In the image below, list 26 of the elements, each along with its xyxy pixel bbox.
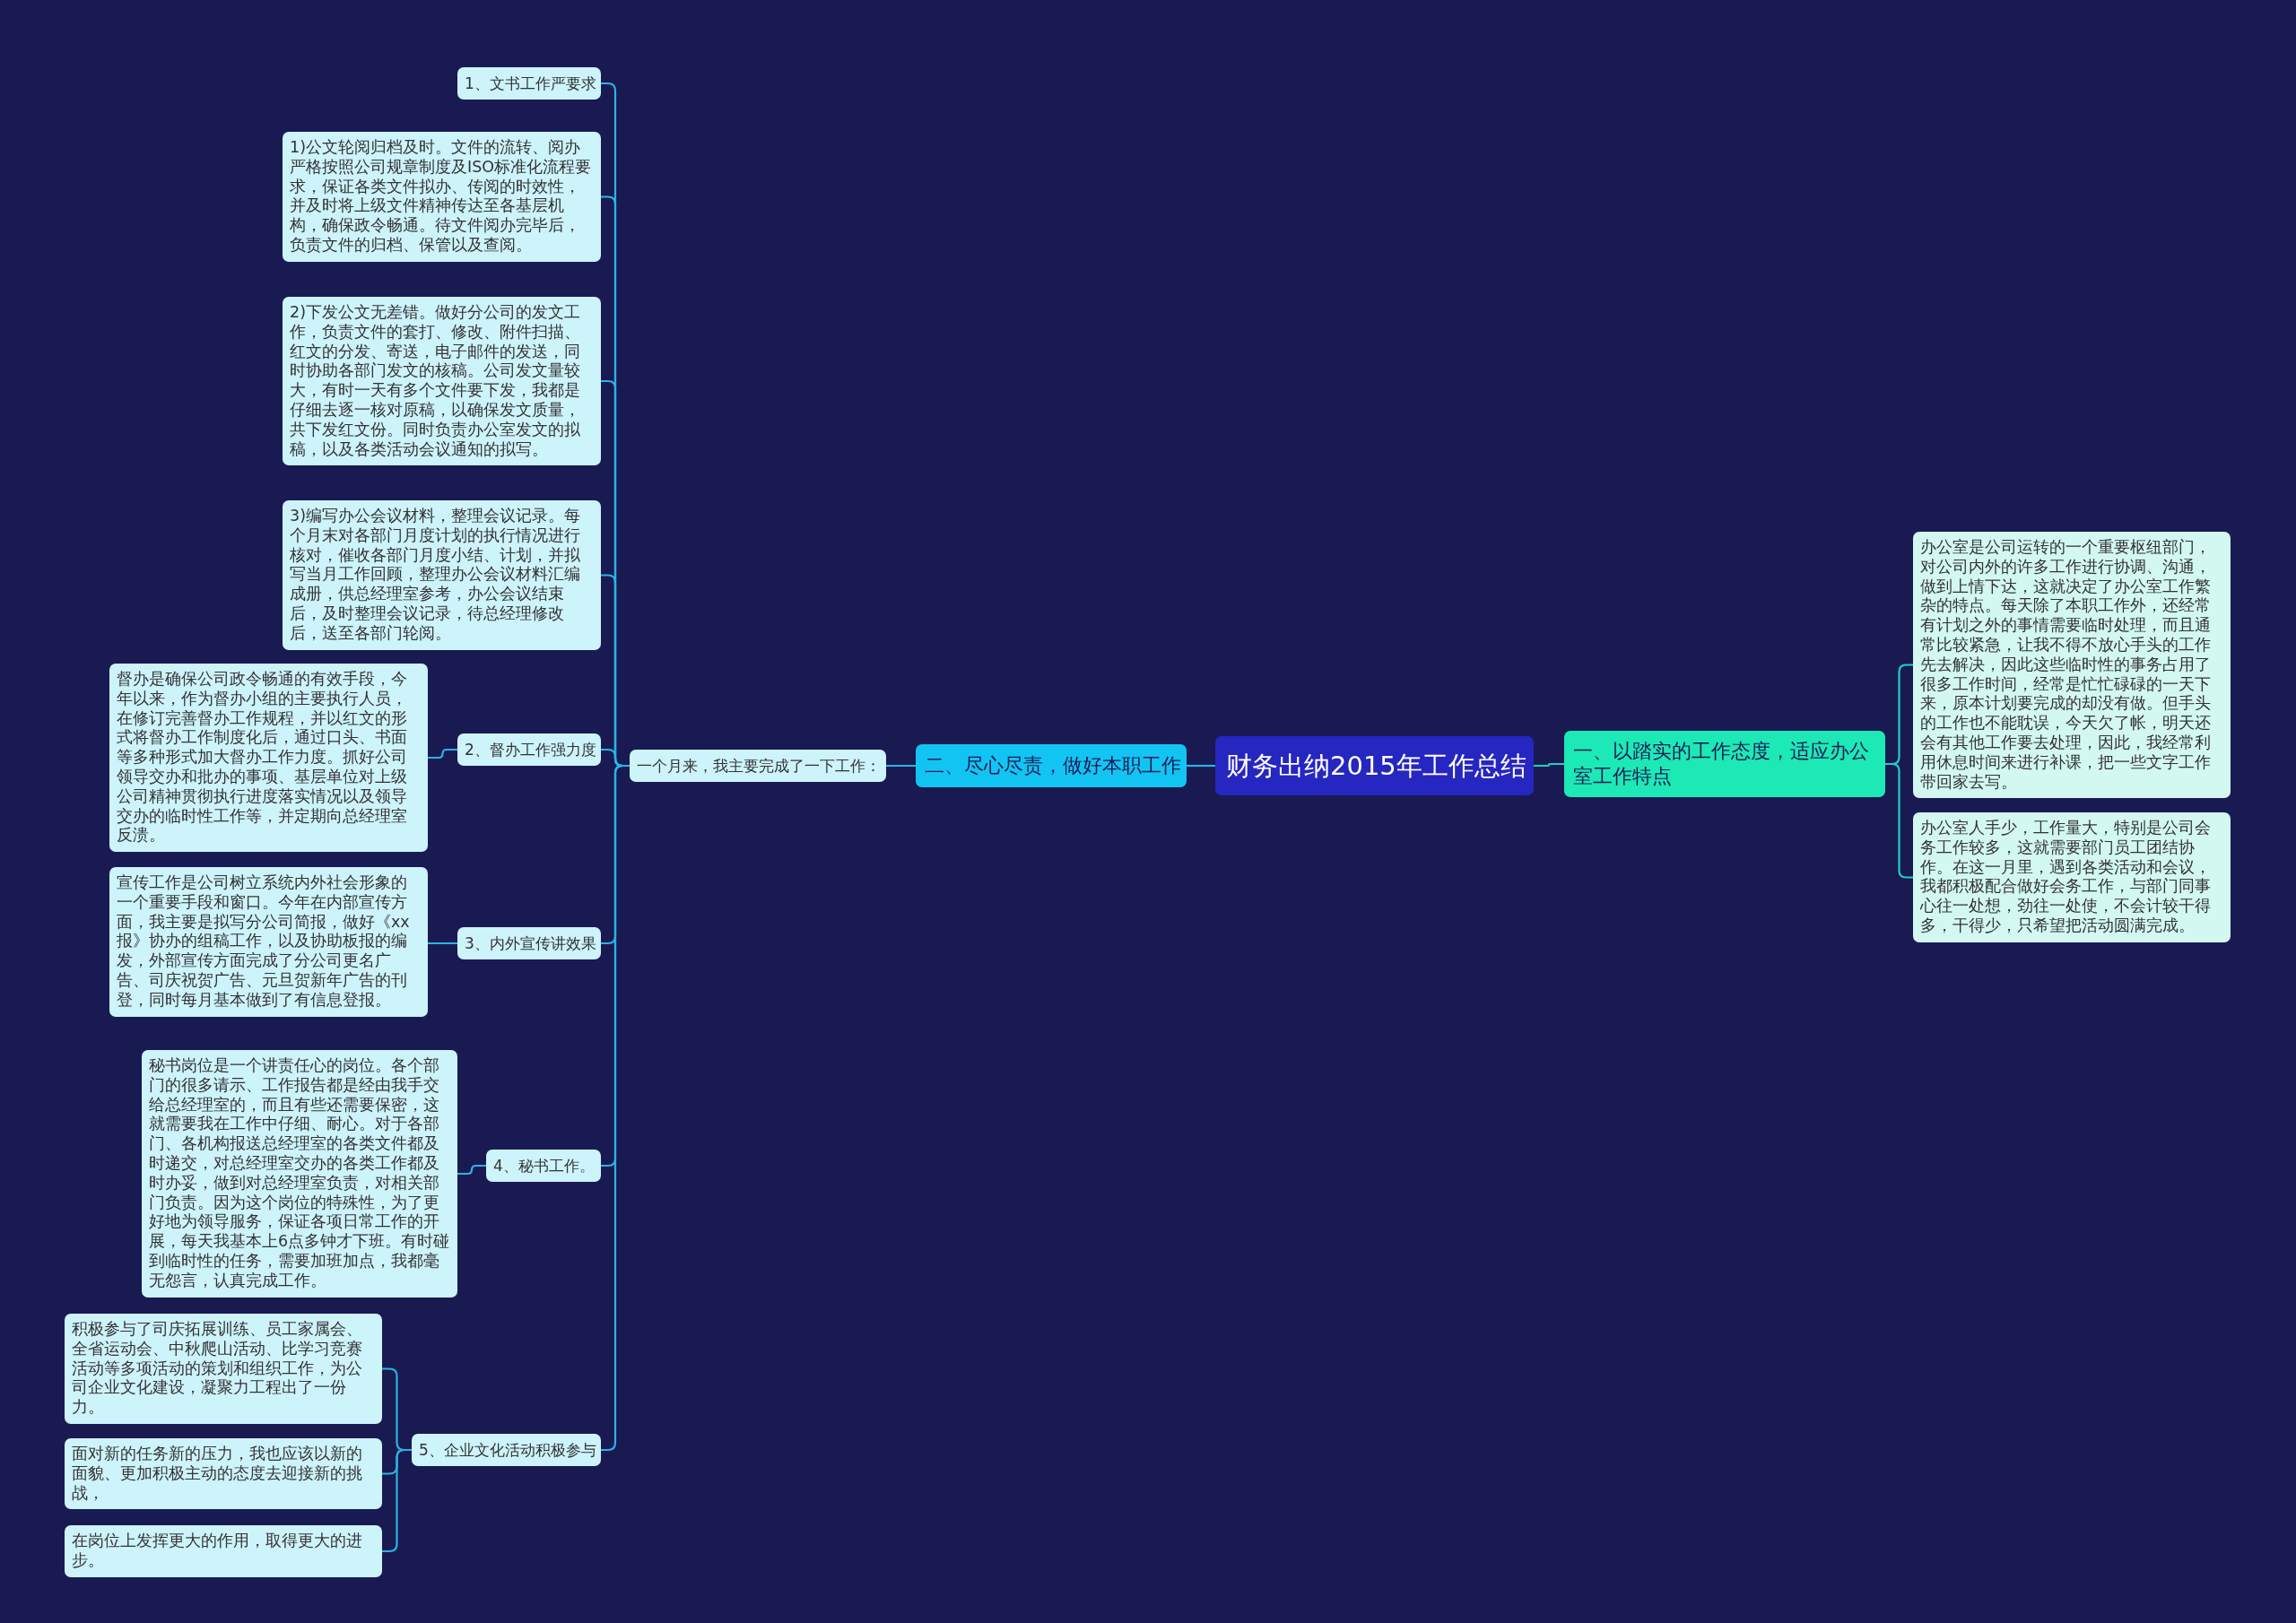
connector-line	[457, 1164, 486, 1176]
subtopic-box: 3、内外宣传讲效果	[457, 927, 601, 959]
central-topic-box: 财务出纳2015年工作总结	[1215, 736, 1534, 795]
connector-line	[428, 748, 457, 759]
note-box: 3)编写办公会议材料，整理会议记录。每个月末对各部门月度计划的执行情况进行核对，催收各部门月度小结、计划，并拟写当月工作回顾，整理办公会议材料汇编成册，供总经理室参考，办公会议结束后，及时整理会议记录，待总经理修改后，送至各部门轮阅。	[283, 500, 601, 650]
branch-topic-box: 二、尽心尽责，做好本职工作	[916, 744, 1187, 787]
note-box: 在岗位上发挥更大的作用，取得更大的进步。	[65, 1525, 382, 1577]
connector-line	[886, 764, 916, 768]
note-box: 宣传工作是公司树立系统内外社会形象的一个重要手段和窗口。今年在内部宣传方面，我主要是拟写分公司简报，做好《xx报》协办的组稿工作，以及协助板报的编发，外部宣传方面完成了分公司更名广告、司庆祝贺广告、元旦贺新年广告的刊登，同时每月基本做到了有信息登报。	[109, 867, 428, 1017]
connector-line	[1534, 762, 1564, 768]
branch-topic-box: 一、以踏实的工作态度，适应办公室工作特点	[1564, 731, 1885, 797]
note-box: 督办是确保公司政令畅通的有效手段，今年以来，作为督办小组的主要执行人员，在修订完善督办工作规程，并以红文的形式将督办工作制度化后，通过口头、书面等多种形式加大督办工作力度。抓好公司领导交办和批办的事项、基层单位对上级公司精神贯彻执行进度落实情况以及领导交办的临时性工作等，并定期向总经理室反溃。	[109, 664, 428, 853]
note-box: 2)下发公文无差错。做好分公司的发文工作，负责文件的套打、修改、附件扫描、红文的分发、寄送，电子邮件的发送，同时协助各部门发文的核稿。公司发文量较大，有时一天有多个文件要下发，我都是仔细去逐一核对原稿，以确保发文质量，共下发红文份。同时负责办公室发文的拟稿，以及各类活动会议通知的拟写。	[283, 297, 601, 466]
subtopic-box: 1、文书工作严要求	[457, 67, 601, 100]
note-box: 办公室人手少，工作量大，特别是公司会务工作较多，这就需要部门员工团结协作。在这一月里，遇到各类活动和会议，我都积极配合做好会务工作，与部门同事心往一处想，劲往一处使，不会计较干得多，干得少，只希望把活动圆满完成。	[1913, 812, 2231, 942]
subtopic-box: 2、督办工作强力度	[457, 733, 601, 766]
note-box: 秘书岗位是一个讲责任心的岗位。各个部门的很多请示、工作报告都是经由我手交给总经理室的，而且有些还需要保密，这就需要我在工作中仔细、耐心。对于各部门、各机构报送总经理室的各类文件都及时递交，对总经理室交办的各类工作都及时办妥，做到对总经理室负责，对相关部门负责。因为这个岗位的特殊性，为了更好地为领导服务，保证各项日常工作的开展，每天我基本上6点多钟才下班。有时碰到临时性的任务，需要加班加点，我都毫无怨言，认真完成工作。	[142, 1050, 457, 1298]
connector-line	[1187, 764, 1215, 768]
subtopic-box: 一个月来，我主要完成了一下工作：	[630, 750, 886, 782]
note-box: 面对新的任务新的压力，我也应该以新的面貌、更加积极主动的态度去迎接新的挑战，	[65, 1438, 382, 1510]
note-box: 办公室是公司运转的一个重要枢纽部门，对公司内外的许多工作进行协调、沟通，做到上情下达，这就决定了办公室工作繁杂的特点。每天除了本职工作外，还经常有计划之外的事情需要临时处理，而且通常比较紧急，让我不得不放心手头的工作先去解决，因此这些临时性的事务占用了很多工作时间，经常是忙忙碌碌的一天下来，原本计划要完成的却没有做。但手头的工作也不能耽误，今天欠了帐，明天还会有其他工作要去处理，因此，我经常利用休息时间来进行补课，把一些文字工作带回家去写。	[1913, 532, 2231, 799]
note-box: 积极参与了司庆拓展训练、员工家属会、全省运动会、中秋爬山活动、比学习竞赛活动等多项活动的策划和组织工作，为公司企业文化建设，凝聚力工程出了一份力。	[65, 1314, 382, 1424]
note-box: 1)公文轮阅归档及时。文件的流转、阅办严格按照公司规章制度及ISO标准化流程要求，保证各类文件拟办、传阅的时效性，并及时将上级文件精神传达至各基层机构，确保政令畅通。待文件阅办完毕后，负责文件的归档、保管以及查阅。	[283, 132, 601, 262]
subtopic-box: 4、秘书工作。	[486, 1150, 601, 1182]
subtopic-box: 5、企业文化活动积极参与	[412, 1434, 601, 1466]
connector-line	[428, 942, 457, 945]
